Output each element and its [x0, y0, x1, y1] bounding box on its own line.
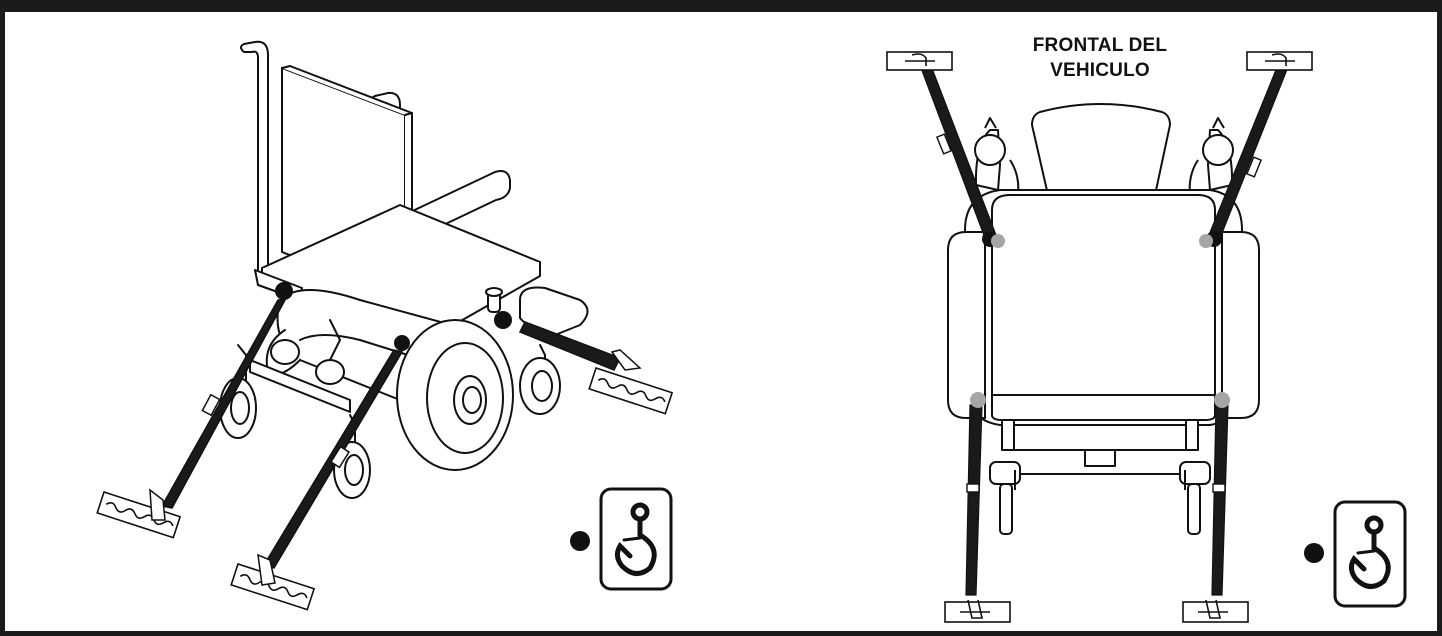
anchor-point-gray — [991, 234, 1005, 248]
hook-icon — [614, 502, 657, 576]
isometric-straps — [160, 299, 622, 569]
top-seat-cushion — [991, 194, 1216, 396]
legend-dot-black — [570, 531, 590, 551]
top-armrest-left — [947, 231, 986, 419]
top-caster-right — [1179, 461, 1211, 535]
legend-right — [1304, 500, 1407, 608]
anchor-point-gray — [1214, 392, 1230, 408]
top-armrest-right — [1221, 231, 1260, 419]
isometric-wheelchair-view — [219, 40, 589, 499]
top-strap-front-left — [965, 404, 983, 596]
top-push-handle-left — [974, 117, 1020, 196]
strap-front-right — [518, 321, 622, 371]
anchor-point-black — [494, 311, 512, 329]
frame-right-border — [1437, 0, 1442, 636]
floor-track-front-right — [588, 367, 673, 415]
left-push-handle — [240, 40, 269, 271]
frame-left-border — [0, 0, 5, 636]
anchor-point-gray — [1199, 234, 1213, 248]
isometric-floor-tracks — [96, 349, 673, 611]
anchor-point-gray — [970, 392, 986, 408]
frame-top-border — [0, 0, 1442, 12]
caption-line-1: FRONTAL DEL — [1032, 35, 1168, 56]
floor-anchor-front-right — [1182, 599, 1249, 623]
top-view-floor-anchors — [886, 51, 1313, 623]
vehicle-front-caption: FRONTAL DEL VEHICULO — [990, 33, 1210, 83]
top-push-handle-right — [1188, 117, 1234, 196]
floor-anchor-front-left — [944, 599, 1011, 623]
caster-front-right — [519, 344, 561, 415]
top-view-anchor-points — [970, 231, 1230, 408]
floor-anchor-rear-left — [886, 51, 953, 71]
hook-icon — [1348, 515, 1391, 589]
top-seat-front-edge — [991, 394, 1216, 421]
legend-dot-black — [1304, 543, 1324, 563]
frame-bottom-border — [0, 631, 1442, 636]
caption-line-2: VEHICULO — [1050, 60, 1150, 81]
strap-rear-left — [160, 299, 287, 509]
top-view-wheelchair — [947, 103, 1260, 535]
anchor-point-black — [394, 335, 410, 351]
top-strap-front-right — [1211, 404, 1229, 596]
top-backrest — [1031, 103, 1171, 196]
anchor-point-black — [275, 282, 293, 300]
isometric-anchor-points — [275, 282, 512, 351]
legend-left — [570, 487, 673, 591]
floor-anchor-rear-right — [1246, 51, 1313, 71]
top-caster-left — [989, 461, 1021, 535]
